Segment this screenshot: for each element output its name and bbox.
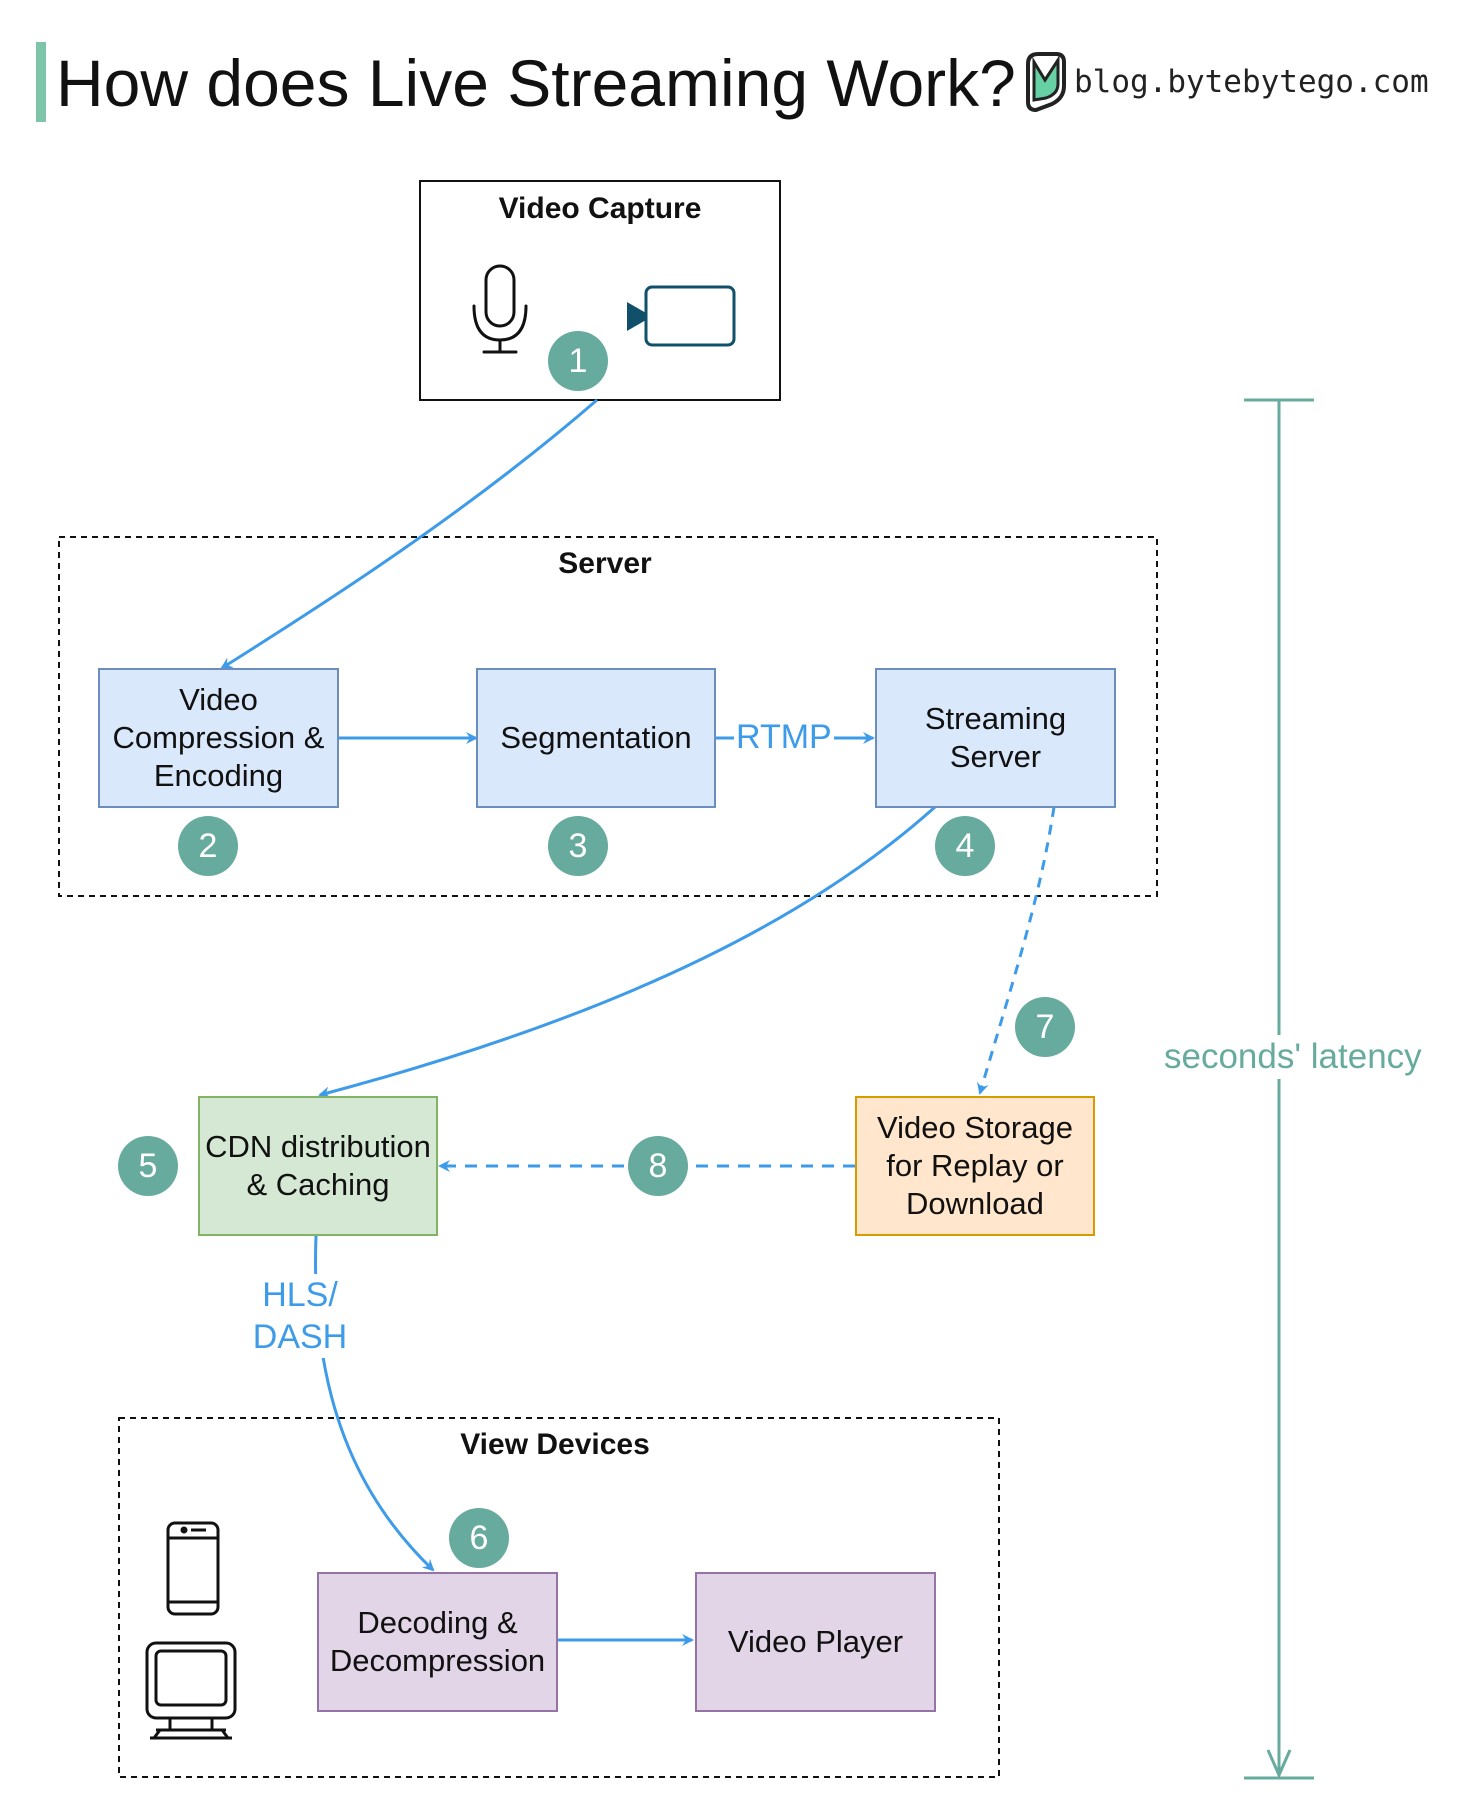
node-video-player[interactable]: Video Player xyxy=(695,1572,936,1712)
blog-url: blog.bytebytego.com xyxy=(1074,64,1429,100)
step-badge-4: 4 xyxy=(935,816,995,876)
video-capture-label: Video Capture xyxy=(498,192,702,225)
step-badge-8: 8 xyxy=(628,1136,688,1196)
arrow-streaming-to-storage xyxy=(977,806,1056,1095)
arrow-capture-to-compression xyxy=(220,398,598,670)
server-label: Server xyxy=(558,547,652,580)
step-badge-3: 3 xyxy=(548,816,608,876)
video-camera-icon xyxy=(627,285,736,347)
edge-label-hls-dash: HLS/DASH xyxy=(245,1274,355,1358)
node-cdn-distribution[interactable]: CDN distribution& Caching xyxy=(198,1096,438,1236)
arrow-streaming-to-cdn xyxy=(318,805,937,1099)
view-devices-group xyxy=(118,1417,1000,1778)
page-title: How does Live Streaming Work? xyxy=(56,46,1016,120)
desktop-monitor-icon xyxy=(145,1641,237,1740)
title-accent-bar xyxy=(36,42,46,122)
edge-label-rtmp: RTMP xyxy=(734,716,834,758)
view-devices-label: View Devices xyxy=(460,1428,650,1461)
node-segmentation[interactable]: Segmentation xyxy=(476,668,716,808)
server-group xyxy=(58,536,1158,897)
step-badge-1: 1 xyxy=(548,331,608,391)
step-badge-5: 5 xyxy=(118,1136,178,1196)
latency-bracket xyxy=(1244,398,1314,1780)
step-badge-7: 7 xyxy=(1015,997,1075,1057)
step-badge-2: 2 xyxy=(178,816,238,876)
bytebytego-logo-icon xyxy=(1026,52,1066,112)
smartphone-icon xyxy=(166,1521,220,1616)
microphone-icon xyxy=(472,264,528,354)
latency-label: seconds' latency xyxy=(1160,1035,1426,1079)
step-badge-6: 6 xyxy=(449,1508,509,1568)
node-decoding[interactable]: Decoding &Decompression xyxy=(317,1572,558,1712)
